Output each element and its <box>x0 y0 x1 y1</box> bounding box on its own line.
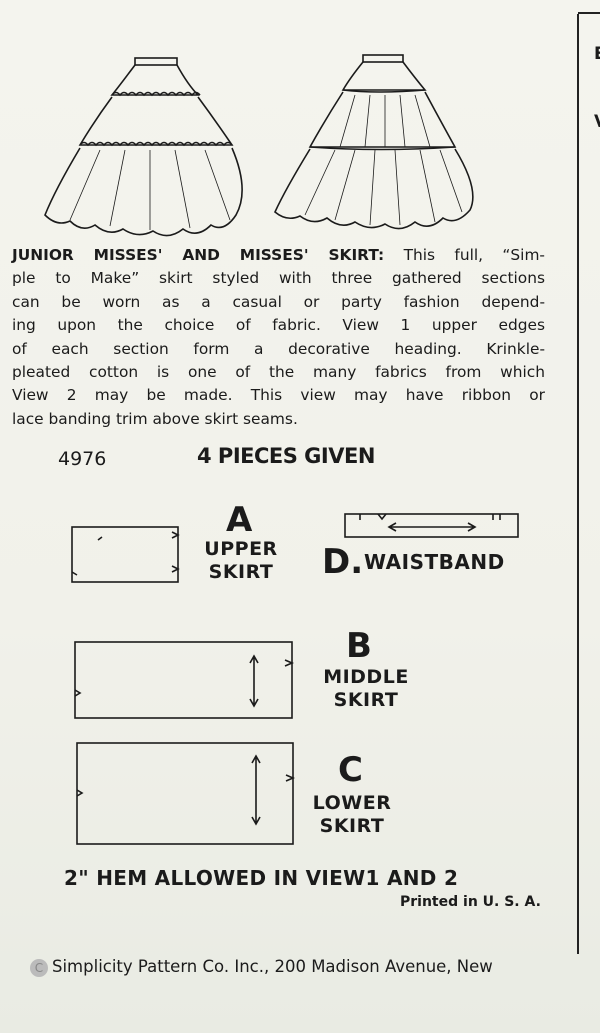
piece-b-label-line: SKIRT <box>333 689 399 711</box>
pattern-description: JUNIOR MISSES' AND MISSES' SKIRT: This f… <box>12 244 545 431</box>
hem-note: 2" HEM ALLOWED IN VIEW1 AND 2 <box>64 866 459 890</box>
piece-a-label: UPPER SKIRT <box>200 538 282 584</box>
description-line: ple to Make” skirt styled with three gat… <box>12 269 545 288</box>
piece-b-letter: B <box>346 626 372 666</box>
pieces-given: 4 PIECES GIVEN <box>197 444 375 468</box>
piece-a-diagram <box>71 526 180 583</box>
piece-c-letter: C <box>338 750 363 790</box>
description-line: This full, “Sim- <box>403 246 545 264</box>
skirt-view-1-illustration <box>44 57 243 237</box>
description-line: pleated cotton is one of the many fabric… <box>12 362 545 381</box>
description-title: JUNIOR MISSES' AND MISSES' SKIRT: <box>12 246 385 264</box>
copyright-icon: C <box>30 959 48 977</box>
piece-c-label: LOWER SKIRT <box>310 792 394 838</box>
piece-b-label-line: MIDDLE <box>323 666 409 688</box>
piece-c-label-line: LOWER <box>312 792 392 814</box>
pattern-number: 4976 <box>58 448 107 470</box>
description-line: of each section form a decorative headin… <box>12 339 545 358</box>
piece-a-label-line: UPPER <box>204 538 278 560</box>
cut-off-letter: E <box>594 44 600 64</box>
right-panel-border <box>577 14 579 954</box>
piece-c-diagram <box>76 742 296 845</box>
printed-in-usa: Printed in U. S. A. <box>400 894 541 910</box>
cut-off-letter: V <box>594 112 600 132</box>
piece-d-label: WAISTBAND <box>364 550 505 574</box>
piece-c-label-line: SKIRT <box>319 815 385 837</box>
piece-d-diagram <box>344 513 519 538</box>
description-line: can be worn as a casual or party fashion… <box>12 292 545 311</box>
description-line: lace banding trim above skirt seams. <box>12 409 298 428</box>
piece-a-letter: A <box>226 500 253 540</box>
copyright-text: Simplicity Pattern Co. Inc., 200 Madison… <box>52 957 493 976</box>
piece-b-diagram <box>74 641 295 719</box>
description-line: View 2 may be made. This view may have r… <box>12 386 545 405</box>
piece-d-letter: D. <box>322 542 364 582</box>
skirt-view-2-illustration <box>274 54 474 230</box>
description-line: ing upon the choice of fabric. View 1 up… <box>12 316 545 335</box>
piece-a-label-line: SKIRT <box>208 561 274 583</box>
right-panel-top-border <box>578 12 600 14</box>
piece-b-label: MIDDLE SKIRT <box>318 666 414 712</box>
